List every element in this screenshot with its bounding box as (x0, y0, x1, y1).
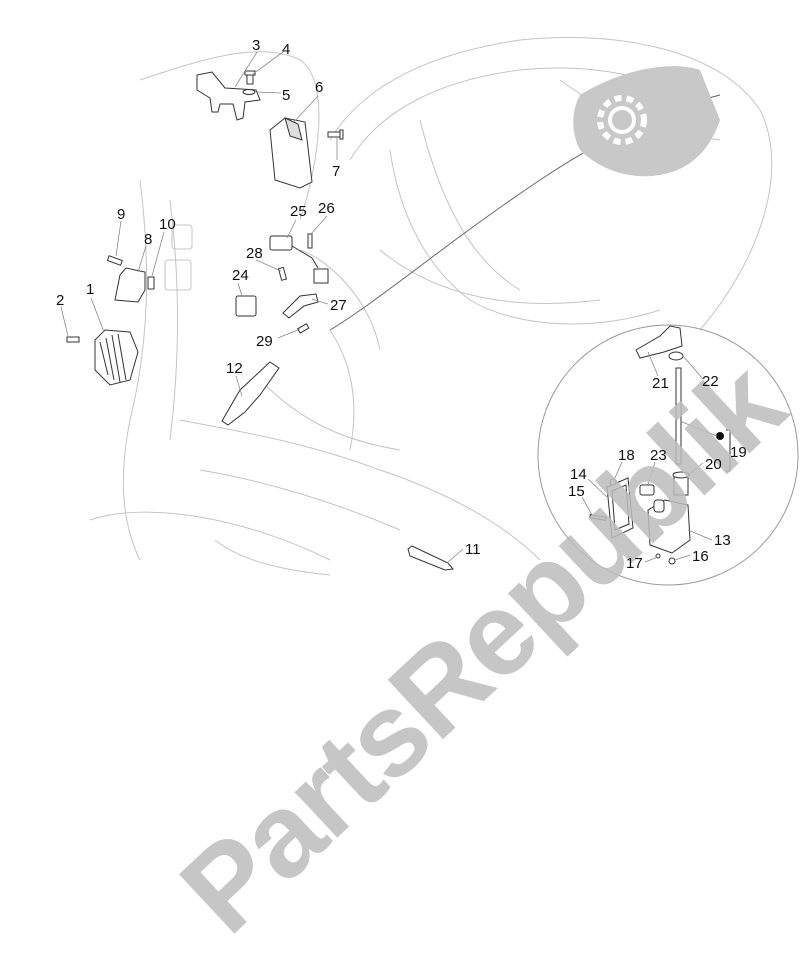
logo-gear-icon (573, 66, 720, 177)
part-15-bolt (589, 514, 607, 521)
callout-23[interactable]: 23 (650, 447, 667, 464)
parts-diagram-canvas (60, 37, 799, 586)
callout-2[interactable]: 2 (56, 292, 65, 309)
callout-7[interactable]: 7 (332, 163, 341, 180)
callout-16[interactable]: 16 (692, 548, 709, 565)
callout-28[interactable]: 28 (246, 245, 263, 262)
part-24-relay (235, 295, 257, 317)
callout-20[interactable]: 20 (705, 456, 722, 473)
part-10-clip (147, 276, 155, 290)
callout-14[interactable]: 14 (570, 466, 587, 483)
part-22-clamp (668, 351, 684, 361)
callout-26[interactable]: 26 (318, 200, 335, 217)
callout-29[interactable]: 29 (256, 333, 273, 350)
part-4-bolt (244, 70, 256, 85)
part-18-nut (609, 478, 617, 486)
part-19-hv-cable (675, 367, 682, 465)
bullet-marker (716, 432, 724, 440)
callout-17[interactable]: 17 (626, 555, 643, 572)
part-8-plate (114, 267, 146, 303)
part-26-screw (307, 233, 313, 249)
part-16-screw (668, 557, 676, 565)
detail-circle (537, 324, 799, 586)
part-29-clip (296, 323, 310, 334)
callout-9[interactable]: 9 (117, 206, 126, 223)
part-11-cover (407, 545, 454, 571)
callout-13[interactable]: 13 (714, 532, 731, 549)
callout-3[interactable]: 3 (252, 37, 261, 54)
part-9-screw (106, 255, 123, 266)
leader-lines (60, 51, 718, 563)
callout-15[interactable]: 15 (568, 483, 585, 500)
bracket-19 (726, 429, 731, 472)
callout-11[interactable]: 11 (465, 541, 481, 558)
part-12-cover (221, 361, 280, 426)
part-1-voltage-regulator (94, 329, 139, 386)
part-2-screw (66, 336, 80, 343)
callout-24[interactable]: 24 (232, 267, 249, 284)
callout-27[interactable]: 27 (330, 297, 347, 314)
callout-1[interactable]: 1 (86, 281, 95, 298)
part-28-screw (277, 266, 288, 281)
callout-22[interactable]: 22 (702, 373, 719, 390)
part-5-washer (242, 89, 256, 95)
part-6-control-unit (269, 117, 313, 189)
part-21-spark-plug-cap (635, 325, 683, 359)
callout-19[interactable]: 19 (730, 444, 747, 461)
callout-5[interactable]: 5 (282, 87, 291, 104)
part-13-ignition-coil (647, 499, 691, 554)
callout-25[interactable]: 25 (290, 203, 307, 220)
callout-10[interactable]: 10 (159, 216, 176, 233)
callout-8[interactable]: 8 (144, 231, 153, 248)
callout-4[interactable]: 4 (282, 41, 291, 58)
part-7-screw (327, 129, 344, 140)
callout-6[interactable]: 6 (315, 79, 324, 96)
part-20-boot (672, 471, 690, 496)
part-25-connector (269, 235, 319, 269)
part-14-gasket (606, 477, 634, 539)
part-3-bracket (196, 71, 261, 121)
callout-18[interactable]: 18 (618, 447, 635, 464)
callout-12[interactable]: 12 (226, 360, 243, 377)
part-27-bracket (282, 268, 329, 319)
callout-21[interactable]: 21 (652, 375, 669, 392)
part-23-connector (639, 484, 655, 496)
